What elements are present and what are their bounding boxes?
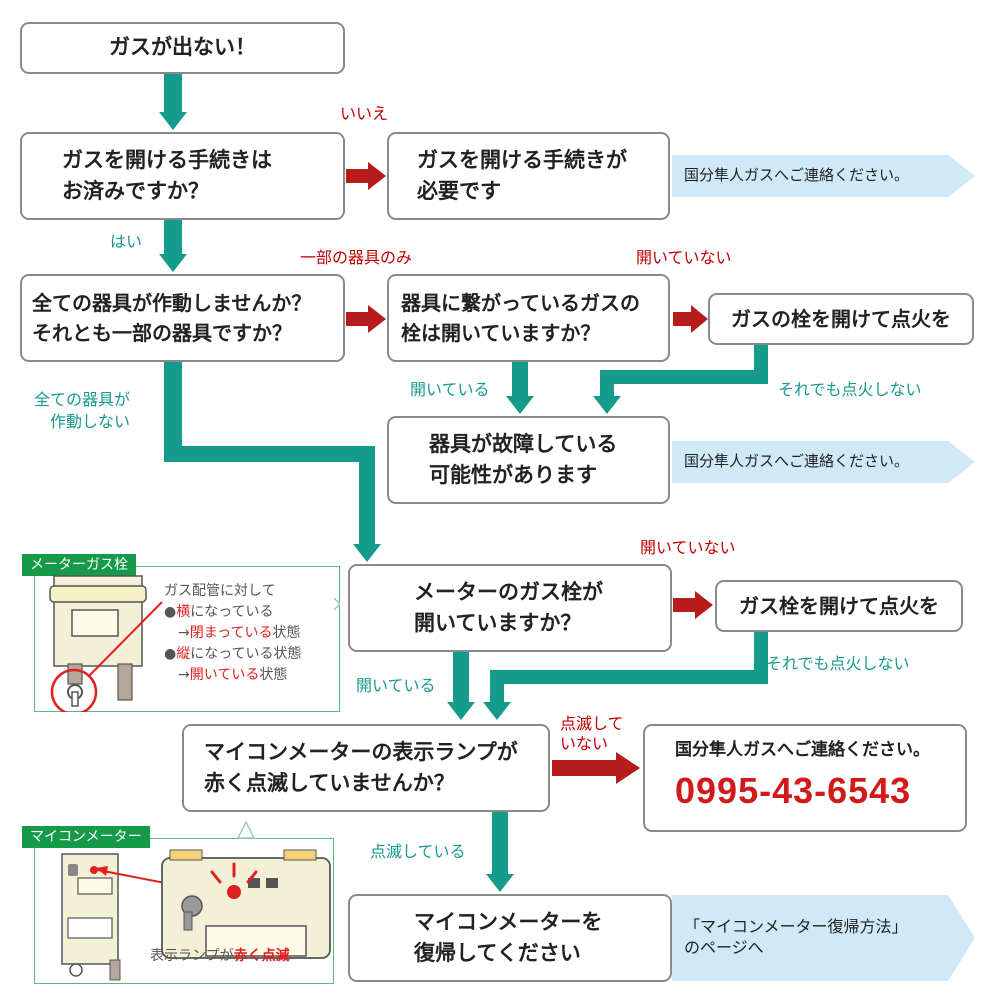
- contact-phone-line: 国分隼人ガスへご連絡ください。: [675, 740, 930, 761]
- contact-note-2-text: 国分隼人ガスへご連絡ください。: [684, 452, 910, 471]
- reset-page-note[interactable]: 「マイコンメーター復帰方法」 のページへ: [672, 895, 974, 981]
- label-is-open-1: 開いている: [410, 380, 490, 399]
- meter-cock-line1: メーターのガス栓が: [414, 579, 603, 604]
- appliance-fault-box: 器具が故障している 可能性があります: [387, 416, 670, 504]
- all-or-some-line2: それとも一部の器具ですか？: [32, 321, 292, 345]
- label-not-blinking-1: 点滅して: [560, 714, 624, 733]
- label-not-open-2: 開いていない: [640, 538, 736, 557]
- meter-cock-illustration: [49, 575, 340, 712]
- lamp-question-line2: 赤く点滅していませんか？: [204, 771, 455, 795]
- micom-caption: 表示ランプが赤く点滅: [150, 948, 290, 964]
- label-yes: はい: [110, 232, 143, 251]
- reset-box: マイコンメーターを 復帰してください: [348, 894, 672, 982]
- procedure-question-line1: ガスを開ける手続きは: [62, 147, 272, 172]
- all-or-some-line1: 全ての器具が作動しませんか？: [32, 291, 312, 315]
- open-meter-cock-text: ガス栓を開けて点火を: [739, 594, 939, 618]
- lamp-question-line1: マイコンメーターの表示ランプが: [204, 739, 518, 764]
- start-text: ガスが出ない！: [109, 35, 256, 60]
- procedure-needed-box: ガスを開ける手続きが 必要です: [387, 132, 670, 220]
- label-still-no-fire-2: それでも点火しない: [766, 654, 910, 673]
- contact-note-2: 国分隼人ガスへご連絡ください。: [672, 441, 974, 483]
- appliance-cock-line1: 器具に繋がっているガスの: [401, 291, 640, 315]
- label-no: いいえ: [340, 104, 389, 123]
- procedure-needed-line1: ガスを開ける手続きが: [417, 147, 627, 172]
- appliance-cock-line2: 栓は開いていますか？: [401, 321, 601, 345]
- reset-page-line1: 「マイコンメーター復帰方法」: [684, 917, 908, 937]
- all-or-some-box: 全ての器具が作動しませんか？ それとも一部の器具ですか？: [20, 274, 345, 362]
- meter-cock-note-line2: ●横になっている: [164, 604, 274, 620]
- reset-line1: マイコンメーターを: [414, 909, 603, 934]
- label-all-not-work-1: 全ての器具が: [34, 390, 131, 409]
- meter-cock-box: メーターのガス栓が 開いていますか？: [348, 564, 672, 652]
- procedure-needed-line2: 必要です: [417, 179, 501, 203]
- label-all-not-work-2: 作動しない: [50, 412, 131, 431]
- phone-number[interactable]: 0995-43-6543: [675, 769, 912, 811]
- start-box: ガスが出ない！: [20, 22, 345, 74]
- reset-note-bg: [672, 895, 975, 981]
- lamp-question-box: マイコンメーターの表示ランプが 赤く点滅していませんか？: [182, 724, 550, 812]
- contact-phone-box: 国分隼人ガスへご連絡ください。 0995-43-6543: [643, 724, 967, 832]
- open-meter-cock-box: ガス栓を開けて点火を: [715, 580, 963, 632]
- procedure-question-line2: お済みですか？: [62, 179, 209, 203]
- label-not-blinking-2: いない: [560, 734, 609, 753]
- appliance-fault-line2: 可能性があります: [429, 463, 597, 487]
- appliance-cock-box: 器具に繋がっているガスの 栓は開いていますか？: [387, 274, 670, 362]
- cock-highlight-circle: [50, 668, 98, 712]
- appliance-fault-line1: 器具が故障している: [429, 431, 618, 456]
- reset-page-line2: のページへ: [684, 938, 764, 957]
- micom-illustration: [61, 820, 331, 981]
- label-is-open-2: 開いている: [356, 676, 436, 695]
- meter-cock-note-line1: ガス配管に対して: [164, 583, 276, 599]
- label-blinking: 点滅している: [370, 842, 466, 861]
- label-still-no-fire-1: それでも点火しない: [778, 380, 922, 399]
- open-cock-ignite-box: ガスの栓を開けて点火を: [708, 293, 974, 345]
- red-arrows: [346, 162, 713, 784]
- reset-line2: 復帰してください: [414, 941, 581, 965]
- open-cock-ignite-text: ガスの栓を開けて点火を: [731, 307, 951, 331]
- meter-cock-line2: 開いていますか？: [414, 611, 582, 635]
- label-not-open-1: 開いていない: [636, 248, 732, 267]
- procedure-question-box: ガスを開ける手続きは お済みですか？: [20, 132, 345, 220]
- micom-tag: マイコンメーター: [22, 826, 150, 849]
- meter-cock-notes: ガス配管に対して ●横になっている →閉まっている状態 ●縦になっている状態 →…: [164, 581, 302, 686]
- contact-note-1: 国分隼人ガスへご連絡ください。: [672, 155, 974, 197]
- teal-arrows: [159, 74, 768, 892]
- contact-note-bg-2: [672, 441, 975, 483]
- meter-cock-note-line4: ●縦になっている状態: [164, 646, 302, 662]
- meter-cock-note-line5: →開いている状態: [178, 667, 288, 683]
- meter-cock-note-line3: →閉まっている状態: [178, 625, 301, 641]
- contact-note-bg-1: [672, 155, 975, 197]
- contact-note-1-text: 国分隼人ガスへご連絡ください。: [684, 166, 910, 185]
- label-some-only: 一部の器具のみ: [300, 248, 413, 267]
- meter-cock-tag: メーターガス栓: [22, 554, 136, 577]
